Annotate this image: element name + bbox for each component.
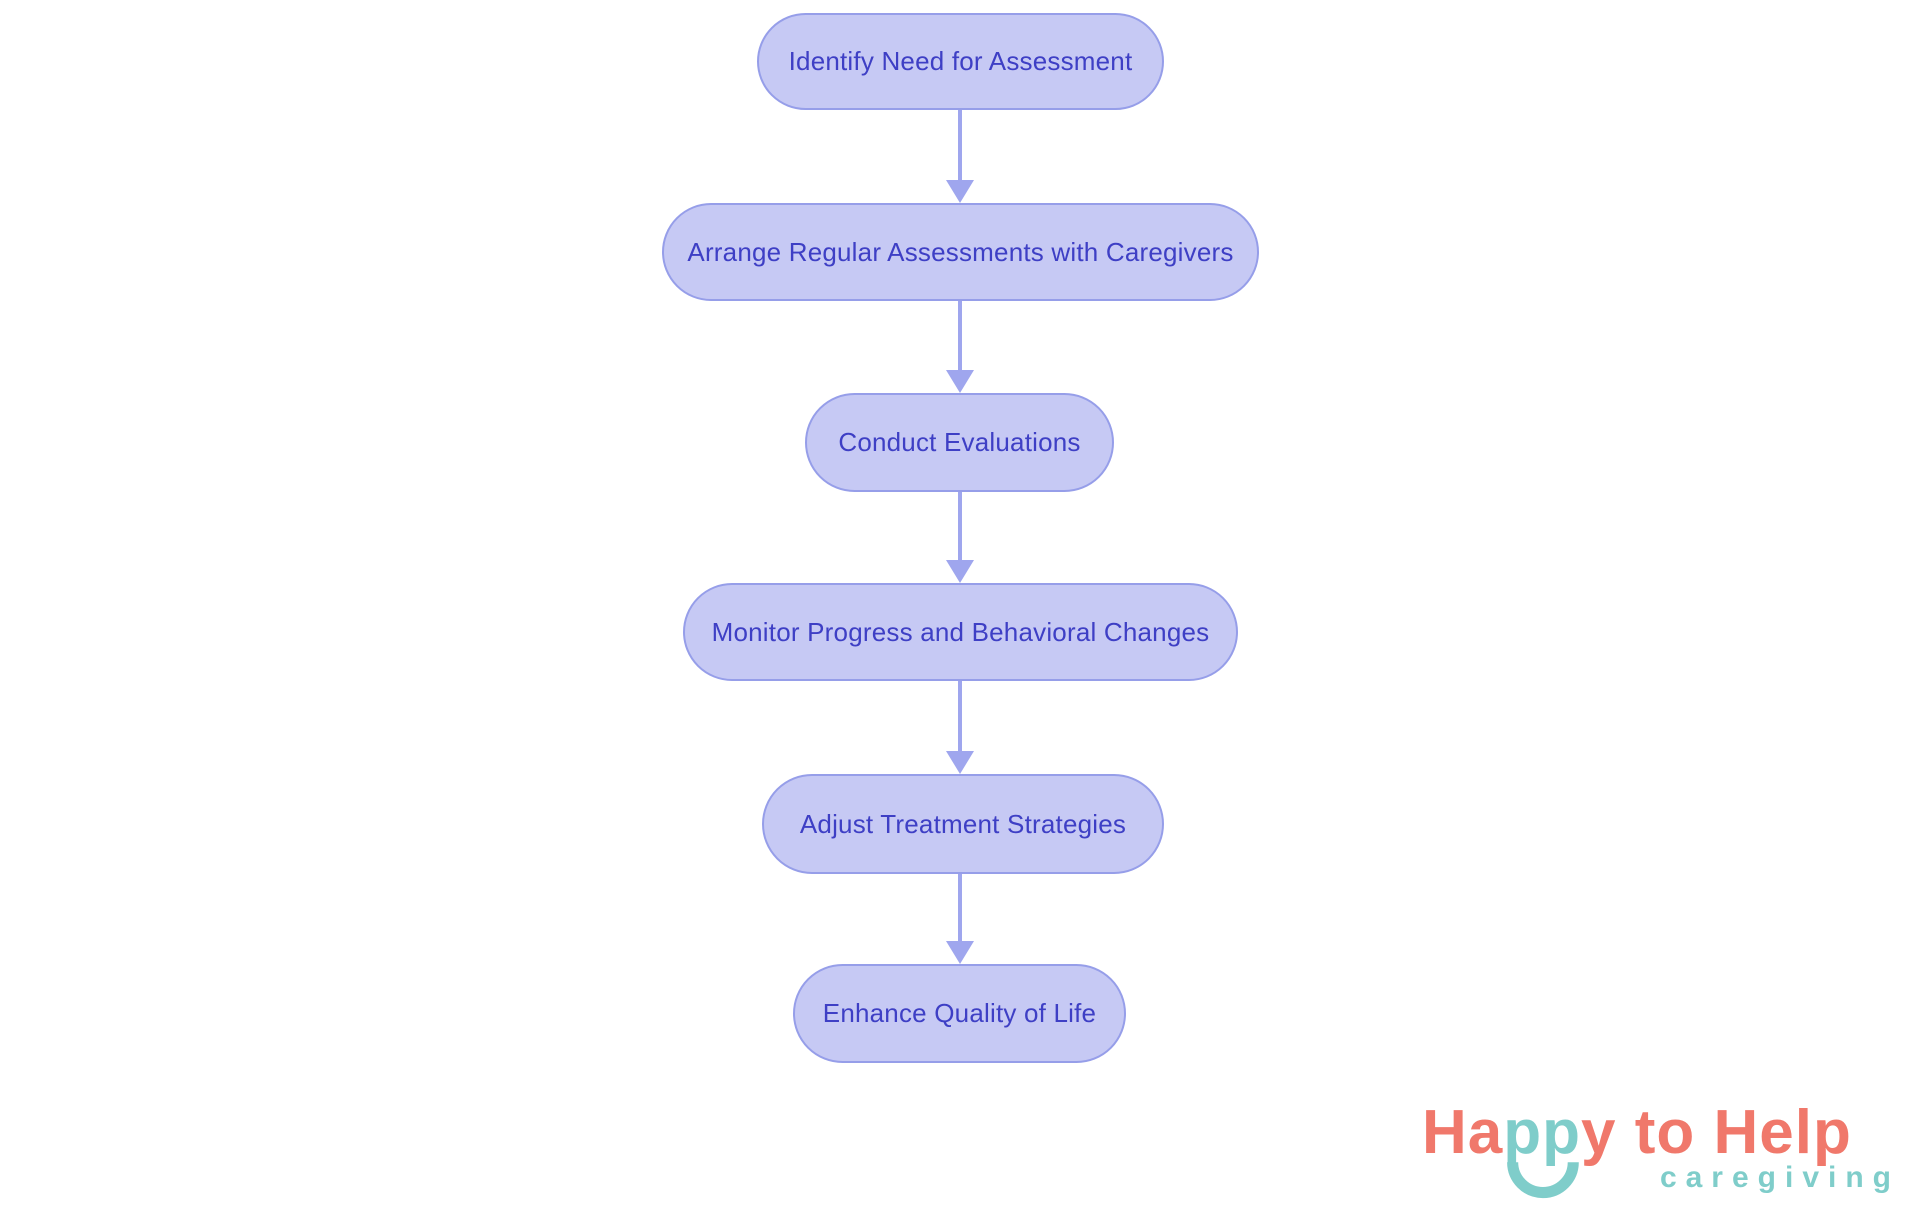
- flow-arrow-1: [944, 110, 976, 203]
- arrow-shaft: [958, 681, 962, 756]
- arrow-down-icon: [946, 560, 974, 583]
- arrow-down-icon: [946, 941, 974, 964]
- flow-node-arrange-assessments: Arrange Regular Assessments with Caregiv…: [662, 203, 1259, 301]
- flow-node-adjust-treatment: Adjust Treatment Strategies: [762, 774, 1164, 874]
- flow-node-monitor-progress: Monitor Progress and Behavioral Changes: [683, 583, 1238, 681]
- flow-node-label: Enhance Quality of Life: [822, 998, 1097, 1028]
- wordmark-segment: Ha: [1422, 1098, 1504, 1167]
- arrow-shaft: [958, 110, 962, 185]
- arrow-shaft: [958, 874, 962, 946]
- flow-arrow-2: [944, 301, 976, 393]
- wordmark-segment: pp: [1503, 1098, 1582, 1167]
- flow-node-label: Monitor Progress and Behavioral Changes: [711, 616, 1210, 647]
- flow-node-enhance-quality: Enhance Quality of Life: [793, 964, 1126, 1063]
- arrow-down-icon: [946, 180, 974, 203]
- flow-node-identify-need: Identify Need for Assessment: [757, 13, 1164, 110]
- flow-arrow-3: [944, 492, 976, 583]
- arrow-down-icon: [946, 751, 974, 774]
- smile-icon: [1507, 1161, 1580, 1198]
- arrow-shaft: [958, 301, 962, 375]
- flow-node-label: Conduct Evaluations: [838, 427, 1081, 457]
- arrow-down-icon: [946, 370, 974, 393]
- flow-node-label: Identify Need for Assessment: [788, 46, 1133, 76]
- brand-logo-subtitle: caregiving: [1659, 1161, 1900, 1194]
- flow-node-label: Adjust Treatment Strategies: [799, 808, 1127, 839]
- wordmark-segment-pp: pp: [1503, 1102, 1581, 1198]
- flow-arrow-5: [944, 874, 976, 964]
- flow-node-label: Arrange Regular Assessments with Caregiv…: [687, 236, 1234, 267]
- flow-node-conduct-evaluations: Conduct Evaluations: [805, 393, 1114, 492]
- arrow-shaft: [958, 492, 962, 565]
- wordmark-segment: y to Help: [1581, 1098, 1852, 1167]
- flow-arrow-4: [944, 681, 976, 774]
